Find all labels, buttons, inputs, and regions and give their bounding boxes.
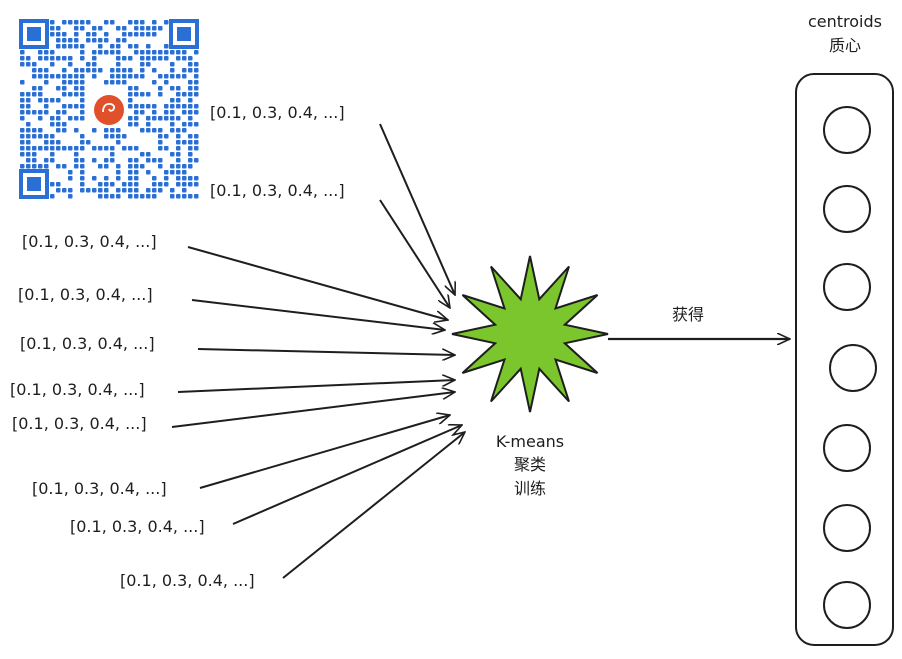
output-arrow-label: 获得	[672, 305, 704, 324]
input-arrows	[171, 123, 465, 579]
input-arrow	[187, 246, 448, 320]
input-arrow	[197, 348, 455, 355]
input-arrow	[199, 415, 450, 489]
vector-label: [0.1, 0.3, 0.4, ...]	[210, 181, 345, 200]
vector-label: [0.1, 0.3, 0.4, ...]	[12, 414, 147, 433]
centroid-circle	[829, 344, 877, 392]
vector-label: [0.1, 0.3, 0.4, ...]	[20, 334, 155, 353]
input-arrow	[191, 299, 445, 330]
vector-labels: [0.1, 0.3, 0.4, ...] [0.1, 0.3, 0.4, ...]…	[10, 103, 345, 590]
centroid-circle	[823, 504, 871, 552]
process-label-train: 训练	[514, 479, 546, 498]
vector-label: [0.1, 0.3, 0.4, ...]	[32, 479, 167, 498]
vector-label: [0.1, 0.3, 0.4, ...]	[120, 571, 255, 590]
vector-label: [0.1, 0.3, 0.4, ...]	[70, 517, 205, 536]
process-label-kmeans: K-means	[496, 432, 564, 451]
vector-label: [0.1, 0.3, 0.4, ...]	[10, 380, 145, 399]
kmeans-star-shape	[451, 255, 609, 413]
input-arrow	[171, 392, 455, 428]
centroid-circle	[823, 106, 871, 154]
vector-label: [0.1, 0.3, 0.4, ...]	[210, 103, 345, 122]
input-arrow	[282, 432, 465, 579]
input-arrow	[379, 199, 450, 308]
centroids-title: centroids	[808, 12, 882, 31]
centroid-circle	[823, 185, 871, 233]
qr-code	[14, 14, 204, 204]
input-arrow	[232, 425, 462, 525]
centroid-circle	[823, 263, 871, 311]
centroid-circle	[823, 581, 871, 629]
input-arrow	[177, 380, 455, 393]
vector-label: [0.1, 0.3, 0.4, ...]	[18, 285, 153, 304]
centroids-container	[795, 73, 894, 646]
vector-label: [0.1, 0.3, 0.4, ...]	[22, 232, 157, 251]
centroid-circle	[823, 424, 871, 472]
centroids-subtitle: 质心	[829, 36, 861, 55]
process-label-cluster: 聚类	[514, 455, 546, 474]
input-arrow	[379, 123, 455, 295]
centroid-circles	[823, 106, 877, 629]
